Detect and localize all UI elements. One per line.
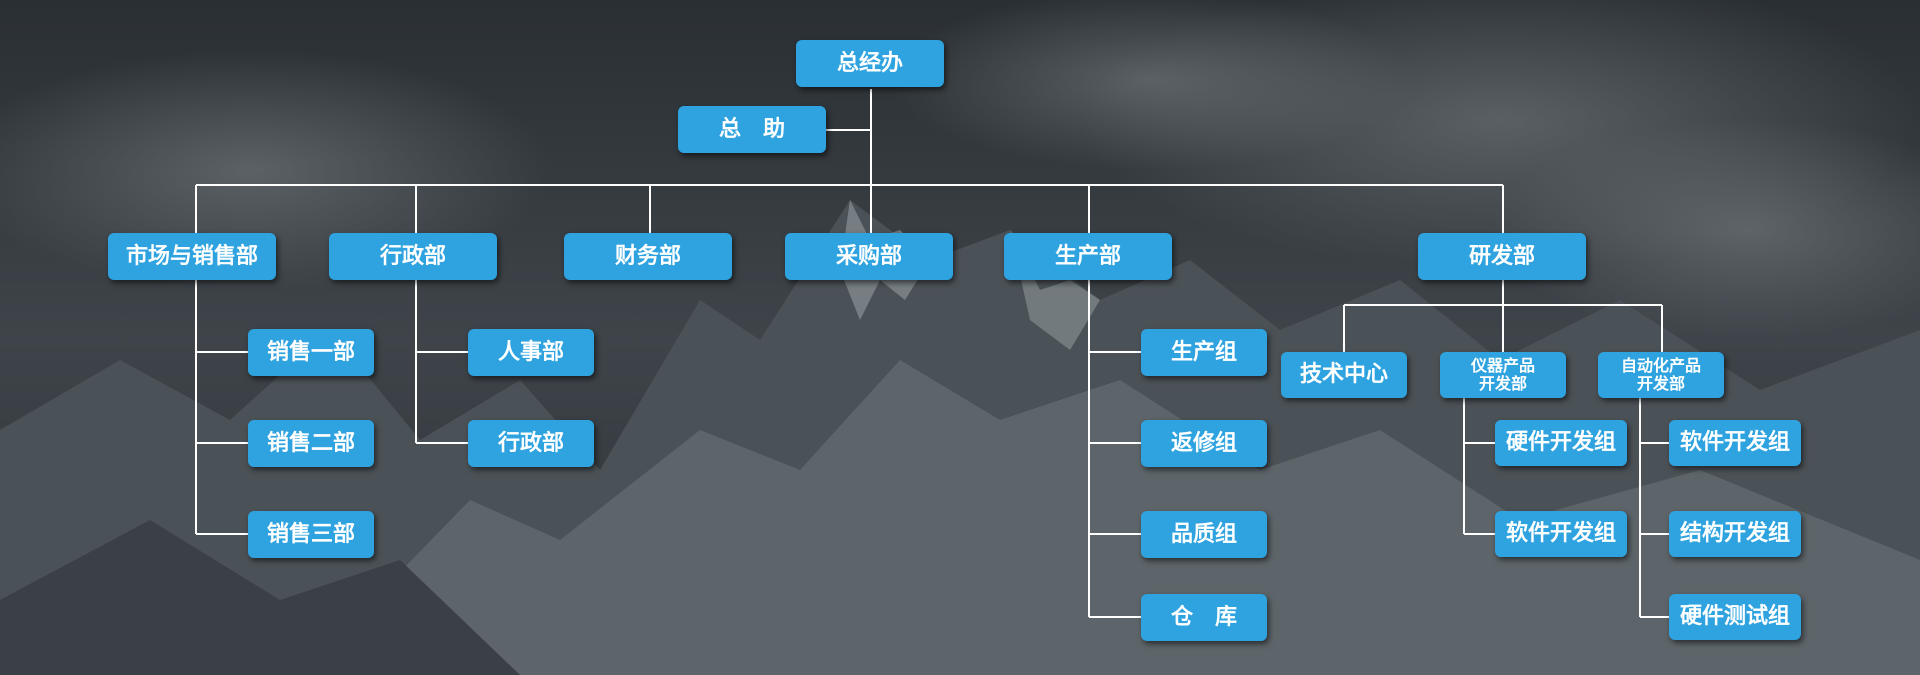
node-automation-hwtest-group[interactable]: 硬件测试组	[1669, 594, 1801, 640]
node-repair-group[interactable]: 返修组	[1141, 420, 1267, 467]
node-instrument-dev[interactable]: 仪器产品 开发部	[1440, 352, 1566, 398]
node-admin[interactable]: 行政部	[329, 233, 497, 280]
node-production-group[interactable]: 生产组	[1141, 329, 1267, 376]
node-finance[interactable]: 财务部	[564, 233, 732, 280]
node-sales-2[interactable]: 销售二部	[248, 420, 374, 467]
node-automation-structure-group[interactable]: 结构开发组	[1669, 511, 1801, 557]
node-general-office[interactable]: 总经办	[796, 40, 944, 87]
node-rnd[interactable]: 研发部	[1418, 233, 1586, 280]
node-admin-sub[interactable]: 行政部	[468, 420, 594, 467]
node-purchasing[interactable]: 采购部	[785, 233, 953, 280]
node-warehouse[interactable]: 仓 库	[1141, 594, 1267, 641]
node-production[interactable]: 生产部	[1004, 233, 1172, 280]
node-sales-1[interactable]: 销售一部	[248, 329, 374, 376]
node-tech-center[interactable]: 技术中心	[1281, 352, 1407, 398]
node-automation-dev[interactable]: 自动化产品 开发部	[1598, 352, 1724, 398]
node-marketing-sales[interactable]: 市场与销售部	[108, 233, 276, 280]
node-automation-software-group[interactable]: 软件开发组	[1669, 420, 1801, 466]
node-general-assistant[interactable]: 总 助	[678, 106, 826, 153]
node-hr[interactable]: 人事部	[468, 329, 594, 376]
node-instrument-software-group[interactable]: 软件开发组	[1495, 511, 1627, 557]
node-quality-group[interactable]: 品质组	[1141, 511, 1267, 558]
node-instrument-hardware-group[interactable]: 硬件开发组	[1495, 420, 1627, 466]
node-sales-3[interactable]: 销售三部	[248, 511, 374, 558]
